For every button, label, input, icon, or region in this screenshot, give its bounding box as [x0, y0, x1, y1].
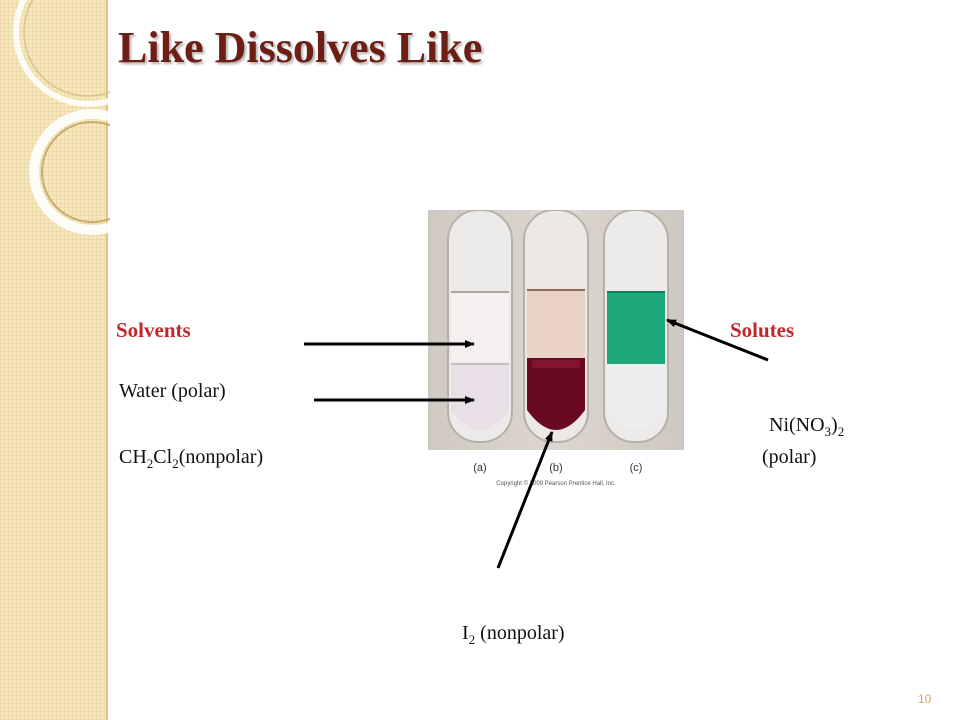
solutes-heading: Solutes: [730, 318, 795, 342]
test-tubes-photo: [428, 210, 684, 450]
dichloromethane-label: CH2Cl2(nonpolar): [119, 446, 264, 471]
arrow-iodine: [496, 431, 554, 569]
tube-b: [523, 210, 589, 443]
tube-c: [603, 210, 669, 443]
nickel-nitrate-label: Ni(NO3)2: [769, 414, 845, 439]
tube-label-b: (b): [549, 462, 563, 474]
slide-title: Like Dissolves Like: [118, 23, 483, 72]
decorative-rings: [13, 0, 110, 235]
nickel-polarity-label: (polar): [762, 446, 817, 468]
slide-number: 10: [918, 692, 932, 706]
photo-copyright: Copyright © 2009 Pearson Prentice Hall, …: [496, 481, 616, 487]
tube-a: [447, 210, 513, 443]
tube-labels: (a) (b) (c): [428, 462, 684, 478]
decorative-side-band: [0, 0, 108, 720]
iodine-label: I2 (nonpolar): [462, 622, 565, 647]
tube-label-a: (a): [473, 462, 487, 474]
test-tubes-illustration: [447, 210, 669, 443]
tube-label-c: (c): [629, 462, 643, 474]
solvents-heading: Solvents: [116, 318, 191, 342]
water-label: Water (polar): [119, 380, 226, 402]
